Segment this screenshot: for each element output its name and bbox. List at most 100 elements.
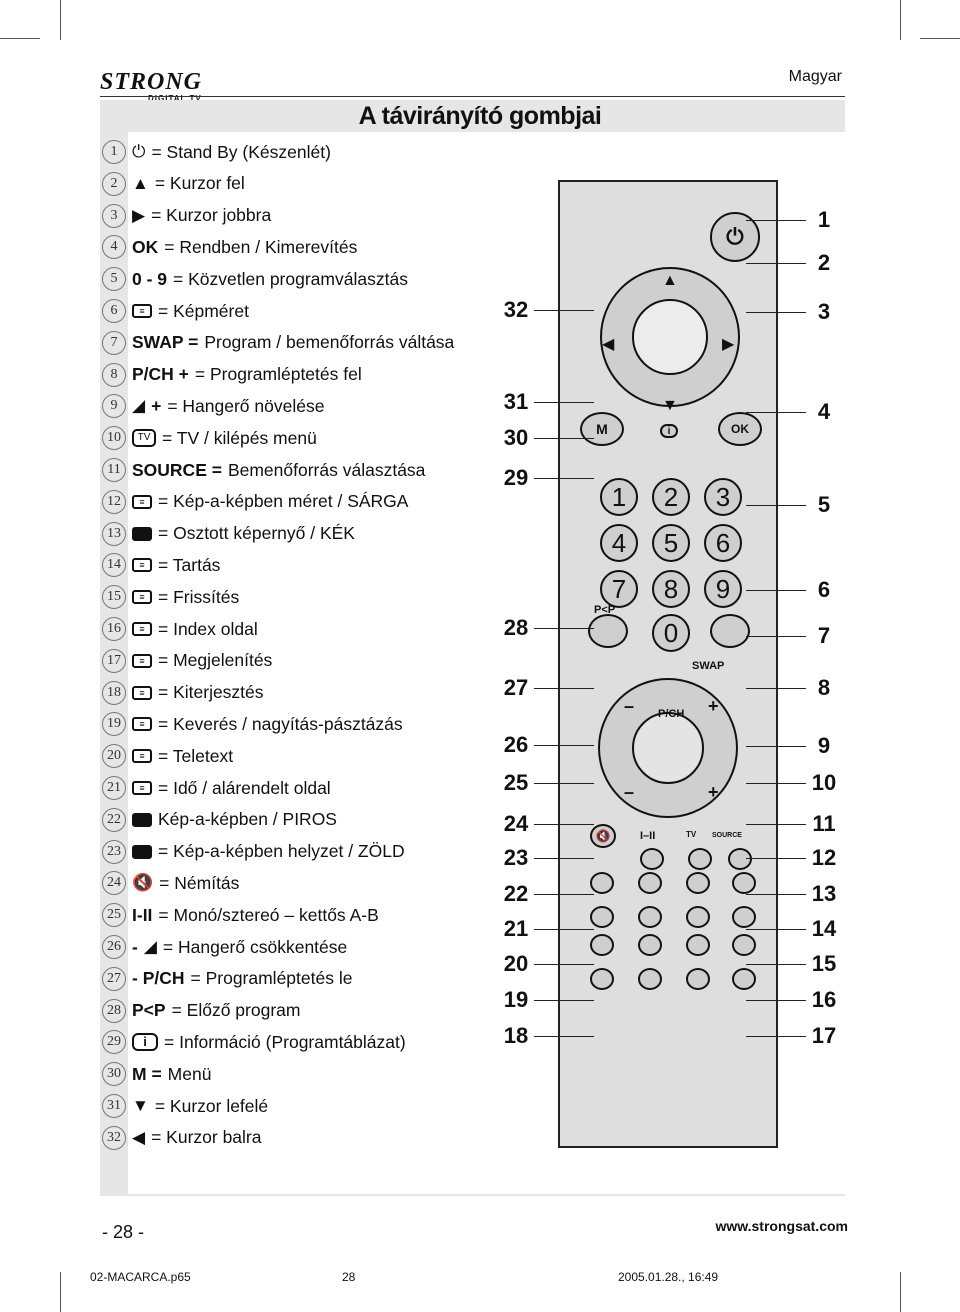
function-button[interactable]: [732, 968, 756, 990]
item-text: = Keverés / nagyítás-pásztázás: [158, 713, 403, 734]
item-text: Menü: [167, 1063, 212, 1084]
leader-line: [746, 964, 806, 965]
digit-button[interactable]: 0: [652, 614, 690, 652]
up-arrow-icon[interactable]: ▲: [662, 272, 678, 289]
digit-button[interactable]: 5: [652, 524, 690, 562]
function-button[interactable]: [590, 934, 614, 956]
callout-number-right: 5: [817, 492, 831, 517]
digit-button[interactable]: 2: [652, 478, 690, 516]
function-button[interactable]: [686, 968, 710, 990]
callout-number-right: 10: [811, 770, 837, 795]
pip-icon: [132, 812, 152, 827]
item-description: OK= Rendben / Kimerevítés: [132, 237, 357, 258]
function-button[interactable]: [688, 848, 712, 870]
pp-label: P<P: [594, 604, 616, 616]
item-text: = Némítás: [159, 872, 240, 893]
item-text: = Hangerő csökkentése: [162, 936, 348, 957]
item-description: ≡= Képméret: [132, 301, 249, 322]
callout-number-right: 2: [817, 250, 831, 275]
item-description: M =Menü: [132, 1064, 211, 1085]
digit-button[interactable]: 7: [600, 570, 638, 608]
digit-button[interactable]: 4: [600, 524, 638, 562]
item-text: = Kurzor fel: [154, 173, 245, 194]
item-key: 0 - 9: [132, 268, 168, 289]
item-key: M =: [132, 1063, 162, 1084]
down-arrow-icon[interactable]: ▼: [662, 397, 678, 414]
function-button[interactable]: [638, 934, 662, 956]
digit-button[interactable]: 6: [704, 524, 742, 562]
item-number: 12: [102, 489, 126, 514]
function-button[interactable]: [590, 872, 614, 894]
function-button[interactable]: [590, 906, 614, 928]
function-button[interactable]: [732, 906, 756, 928]
item-description: ≡ = Keverés / nagyítás-pásztázás: [132, 714, 403, 735]
website-url: www.strongsat.com: [715, 1218, 848, 1234]
function-button[interactable]: [590, 968, 614, 990]
menu-button[interactable]: M: [580, 412, 624, 446]
left-arrow-icon[interactable]: ◀: [602, 336, 615, 353]
item-number: 32: [102, 1125, 126, 1150]
callout-number-left: 28: [503, 615, 529, 640]
item-text: = Kurzor lefelé: [154, 1095, 269, 1116]
item-description: ≡= Megjelenítés: [132, 650, 272, 671]
language-label: Magyar: [788, 68, 842, 85]
item-description: ⏻= Stand By (Készenlét): [132, 142, 331, 163]
item-text: Kép-a-képben / PIROS: [158, 809, 337, 830]
picture-size-button[interactable]: [710, 614, 750, 648]
item-number: 20: [102, 744, 126, 769]
function-button[interactable]: [638, 872, 662, 894]
leader-line: [534, 824, 594, 825]
item-description: ≡= Kiterjesztés: [132, 682, 264, 703]
item-text: = Tartás: [158, 554, 221, 575]
previous-program-button[interactable]: [588, 614, 628, 648]
item-number: 16: [102, 617, 126, 641]
function-button[interactable]: [686, 934, 710, 956]
item-number: 9: [102, 394, 126, 419]
function-button[interactable]: [728, 848, 752, 870]
function-button[interactable]: [638, 906, 662, 928]
callout-number-right: 3: [817, 299, 831, 324]
item-number: 1: [102, 140, 126, 164]
leader-line: [746, 590, 806, 591]
item-number: 11: [102, 458, 126, 482]
item-description: ▶= Kurzor jobbra: [132, 205, 271, 226]
leader-line: [534, 858, 594, 859]
item-text: = Index oldal: [158, 618, 258, 639]
picture-size-icon: ≡: [132, 304, 152, 318]
power-icon: ⏻: [726, 224, 744, 249]
callout-number-left: 22: [503, 881, 529, 906]
item-key: OK: [132, 236, 159, 257]
pch-plus[interactable]: +: [708, 696, 719, 716]
item-text: = Előző program: [171, 1000, 301, 1021]
vol-plus[interactable]: +: [708, 782, 719, 802]
title-bar: [100, 100, 845, 132]
callout-number-left: 29: [503, 465, 529, 490]
function-button[interactable]: [640, 848, 664, 870]
digit-button[interactable]: 3: [704, 478, 742, 516]
info-button[interactable]: i: [660, 424, 678, 438]
function-button[interactable]: [686, 872, 710, 894]
pch-minus[interactable]: –: [624, 696, 635, 716]
teletext-icon: ≡: [132, 749, 152, 764]
digit-button[interactable]: 9: [704, 570, 742, 608]
swap-label: SWAP: [692, 660, 725, 672]
teletext-reveal-icon: ≡: [132, 653, 152, 668]
digit-button[interactable]: 8: [652, 570, 690, 608]
function-button[interactable]: [732, 934, 756, 956]
item-description: P<P= Előző program: [132, 1000, 300, 1021]
crop-mark: [0, 38, 40, 39]
right-arrow-icon[interactable]: ▶: [722, 336, 735, 353]
power-button[interactable]: ⏻: [710, 212, 760, 262]
item-text: = TV / kilépés menü: [162, 427, 317, 448]
function-button[interactable]: [732, 872, 756, 894]
mute-button[interactable]: 🔇: [590, 824, 616, 848]
function-button[interactable]: [638, 968, 662, 990]
ok-button[interactable]: OK: [718, 412, 762, 446]
function-button[interactable]: [686, 906, 710, 928]
digit-button[interactable]: 1: [600, 478, 638, 516]
leader-line: [746, 894, 806, 895]
teletext-mix-icon: ≡: [132, 717, 152, 732]
callout-number-right: 7: [817, 623, 831, 648]
leader-line: [746, 746, 806, 747]
vol-minus[interactable]: –: [624, 782, 635, 802]
